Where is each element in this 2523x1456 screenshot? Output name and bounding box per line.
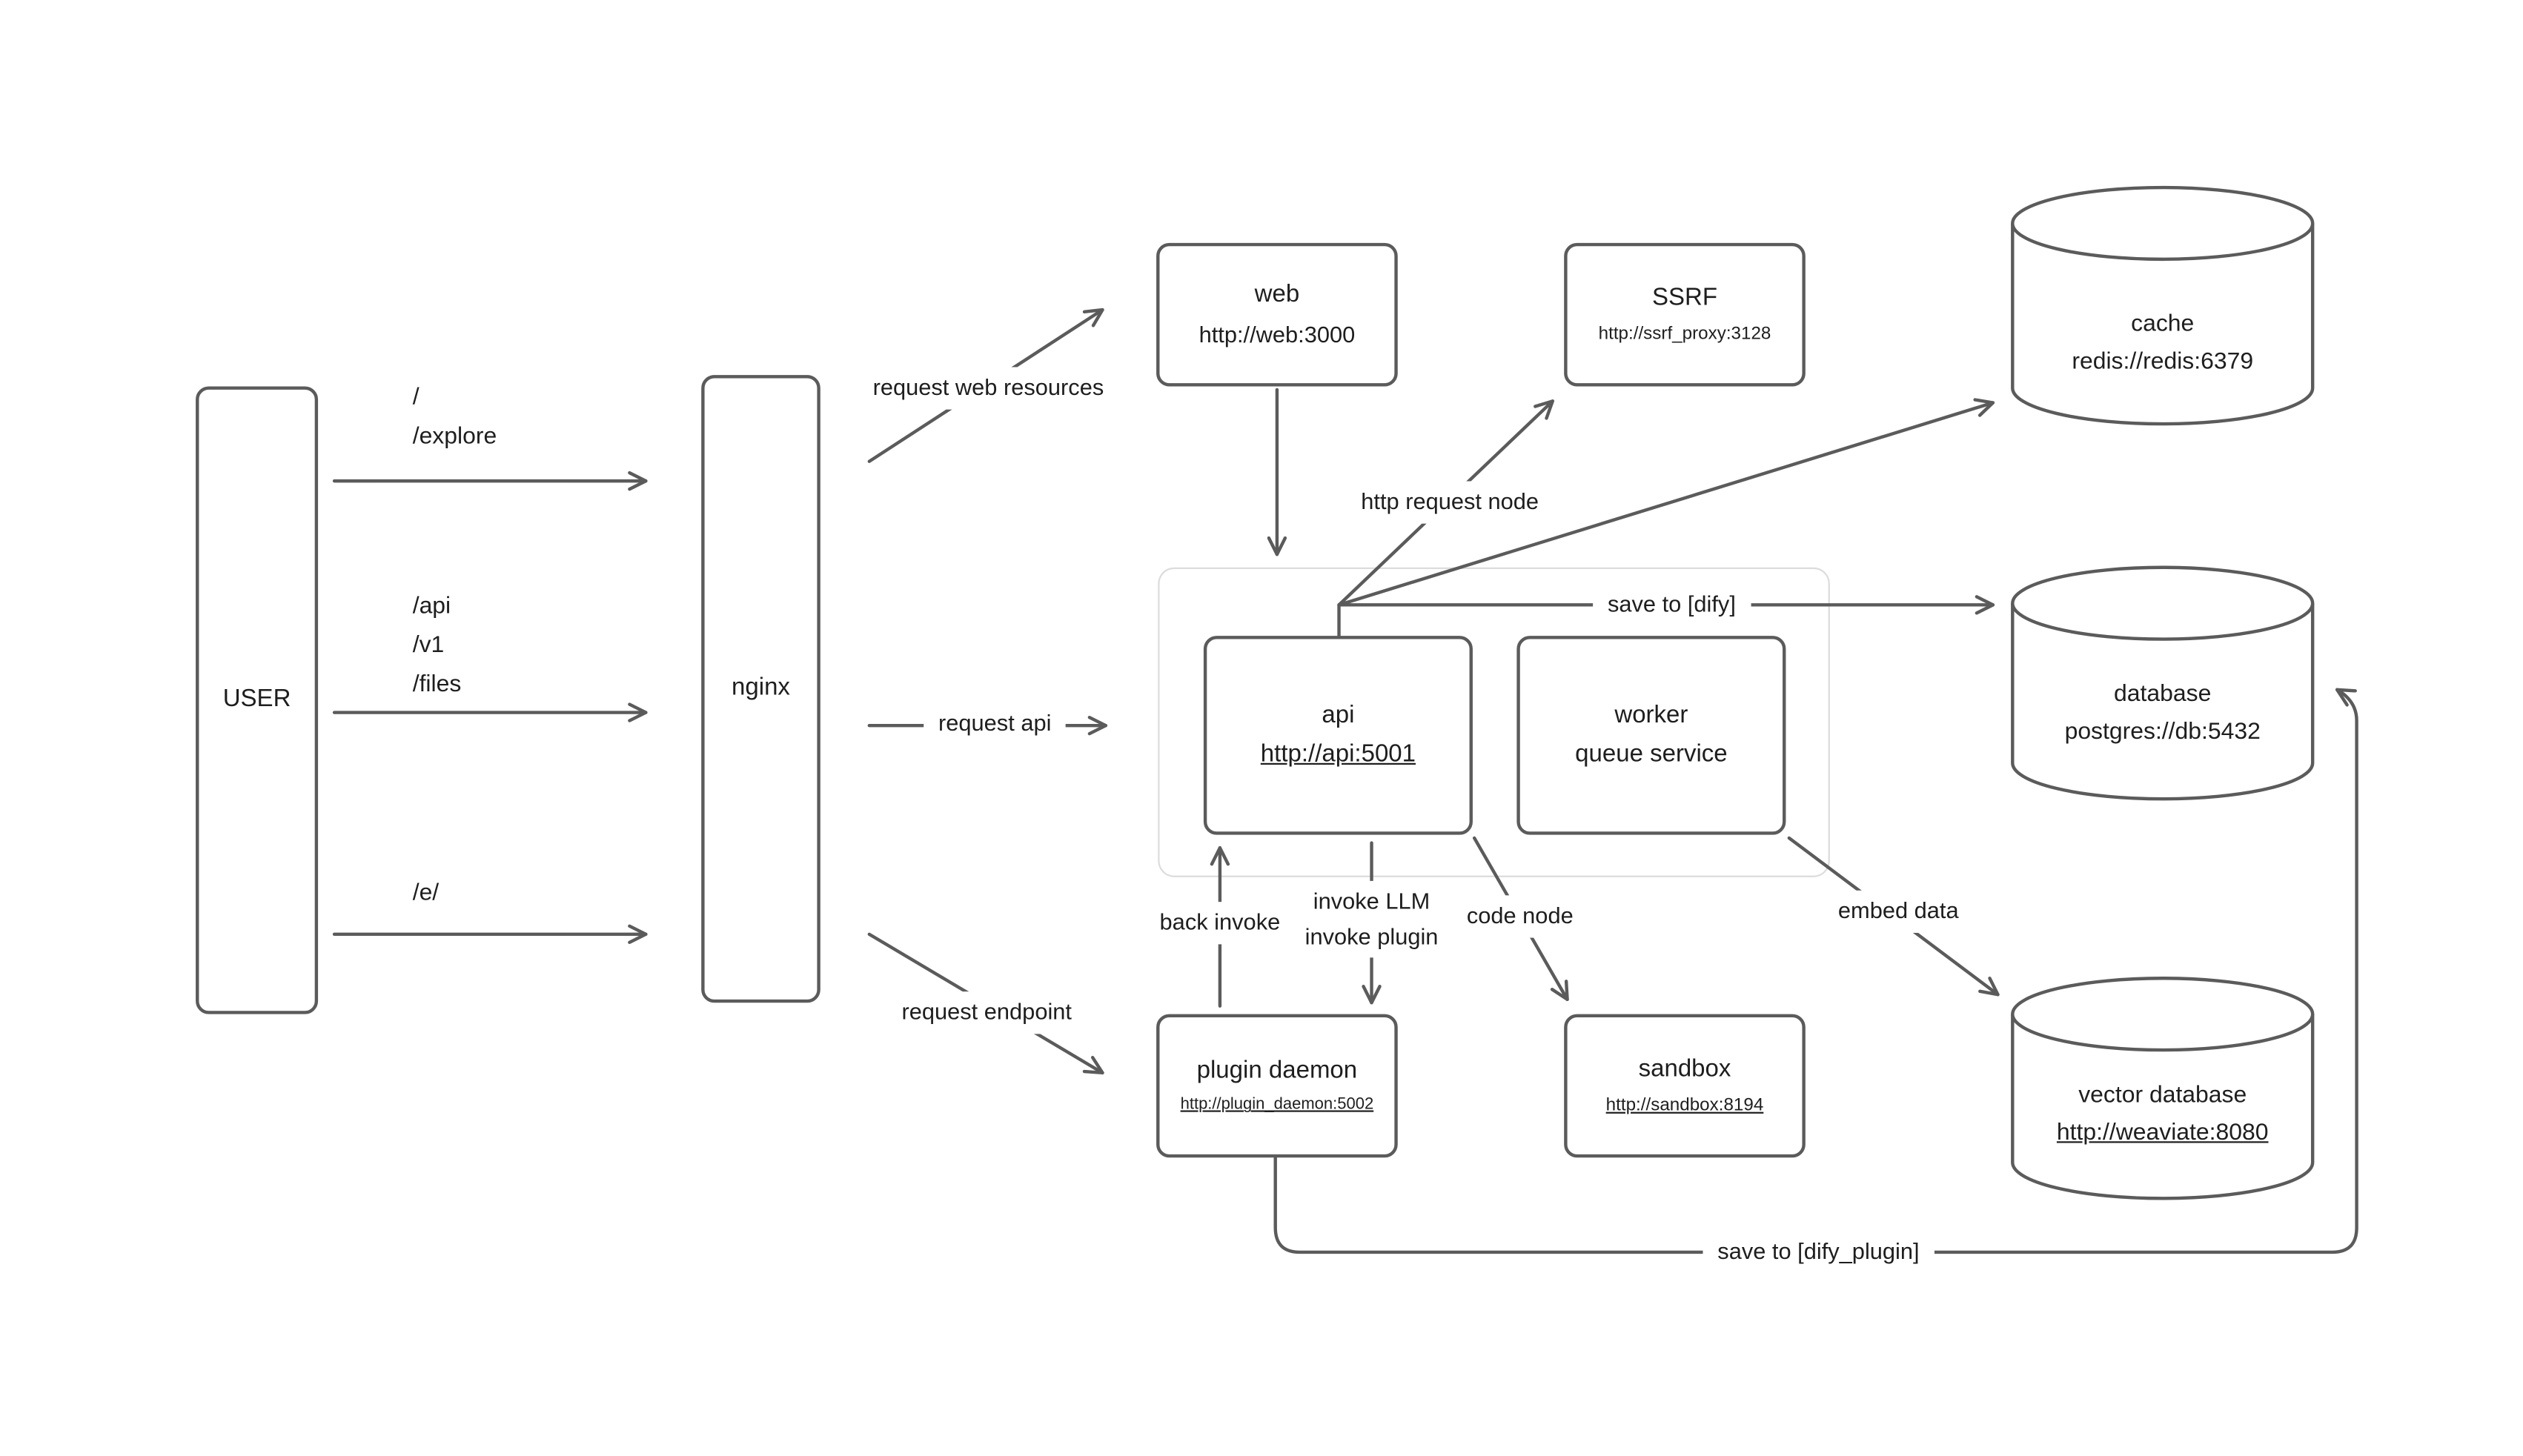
route-label-api: /api /v1 /files bbox=[413, 587, 462, 704]
edge-label-invoke-llm: invoke LLM bbox=[1313, 887, 1430, 914]
node-worker-title: worker bbox=[1614, 700, 1688, 728]
route-label-explore: / /explore bbox=[413, 378, 497, 456]
node-web-title: web bbox=[1254, 280, 1300, 309]
edge-label-request-web-resources: request web resources bbox=[858, 367, 1119, 409]
vector-database-cylinder-shape bbox=[2011, 977, 2315, 1200]
node-vector-database-url-link[interactable]: http://weaviate:8080 bbox=[2056, 1119, 2269, 1146]
edge-label-code-node: code node bbox=[1452, 895, 1588, 937]
cache-cylinder-shape bbox=[2011, 185, 2315, 426]
edge-label-invoke: invoke LLM invoke plugin bbox=[1290, 880, 1453, 959]
route-e: /e/ bbox=[412, 880, 440, 907]
node-vector-database-title: vector database bbox=[2078, 1081, 2247, 1108]
route-v1: /v1 bbox=[412, 632, 445, 659]
node-user-label: USER bbox=[222, 685, 291, 713]
node-sandbox-url-link[interactable]: http://sandbox:8194 bbox=[1605, 1095, 1764, 1115]
node-nginx-label: nginx bbox=[732, 674, 790, 702]
edge-label-request-endpoint: request endpoint bbox=[886, 991, 1087, 1034]
edge-label-back-invoke: back invoke bbox=[1144, 902, 1296, 944]
node-worker: worker queue service bbox=[1516, 636, 1786, 835]
route-label-e: /e/ bbox=[413, 874, 439, 913]
node-worker-subtitle: queue service bbox=[1575, 740, 1728, 769]
edge-label-embed-data: embed data bbox=[1823, 890, 1974, 933]
route-root: / bbox=[412, 385, 420, 411]
edge-label-request-api: request api bbox=[924, 702, 1067, 745]
node-plugin-daemon: plugin daemon http://plugin_daemon:5002 bbox=[1156, 1014, 1398, 1158]
node-database: database postgres://db:5432 bbox=[2012, 668, 2313, 758]
route-explore: /explore bbox=[412, 424, 497, 451]
node-web-url: http://web:3000 bbox=[1198, 321, 1356, 348]
node-ssrf-url: http://ssrf_proxy:3128 bbox=[1598, 324, 1771, 344]
node-nginx: nginx bbox=[701, 375, 820, 1003]
node-api-url-link[interactable]: http://api:5001 bbox=[1260, 740, 1416, 769]
node-cache-url: redis://redis:6379 bbox=[2072, 348, 2254, 374]
edge-api-cache bbox=[1337, 398, 1995, 607]
node-plugin-daemon-url-link[interactable]: http://plugin_daemon:5002 bbox=[1180, 1096, 1374, 1114]
edge-label-save-to-dify-plugin: save to [dify_plugin] bbox=[1703, 1231, 1934, 1274]
database-cylinder-shape bbox=[2011, 565, 2315, 801]
node-ssrf-title: SSRF bbox=[1651, 283, 1718, 312]
route-files: /files bbox=[412, 671, 462, 698]
node-web: web http://web:3000 bbox=[1156, 242, 1398, 387]
node-cache-title: cache bbox=[2131, 310, 2195, 337]
node-ssrf: SSRF http://ssrf_proxy:3128 bbox=[1564, 242, 1806, 387]
node-vector-database: vector database http://weaviate:8080 bbox=[2012, 1069, 2313, 1159]
edge-label-http-request-node: http request node bbox=[1346, 481, 1554, 523]
node-api-title: api bbox=[1322, 700, 1355, 728]
node-plugin-daemon-title: plugin daemon bbox=[1196, 1056, 1358, 1084]
node-sandbox-title: sandbox bbox=[1638, 1054, 1731, 1083]
edge-plugin-daemon-database bbox=[1273, 688, 2358, 1254]
node-api: api http://api:5001 bbox=[1203, 636, 1473, 835]
node-cache: cache redis://redis:6379 bbox=[2012, 299, 2313, 388]
node-sandbox: sandbox http://sandbox:8194 bbox=[1564, 1014, 1806, 1158]
edge-label-save-to-dify: save to [dify] bbox=[1593, 584, 1751, 626]
node-user: USER bbox=[196, 386, 319, 1014]
node-database-url: postgres://db:5432 bbox=[2064, 718, 2261, 745]
node-database-title: database bbox=[2114, 680, 2212, 707]
route-api: /api bbox=[412, 593, 451, 620]
edge-label-invoke-plugin: invoke plugin bbox=[1304, 923, 1439, 949]
